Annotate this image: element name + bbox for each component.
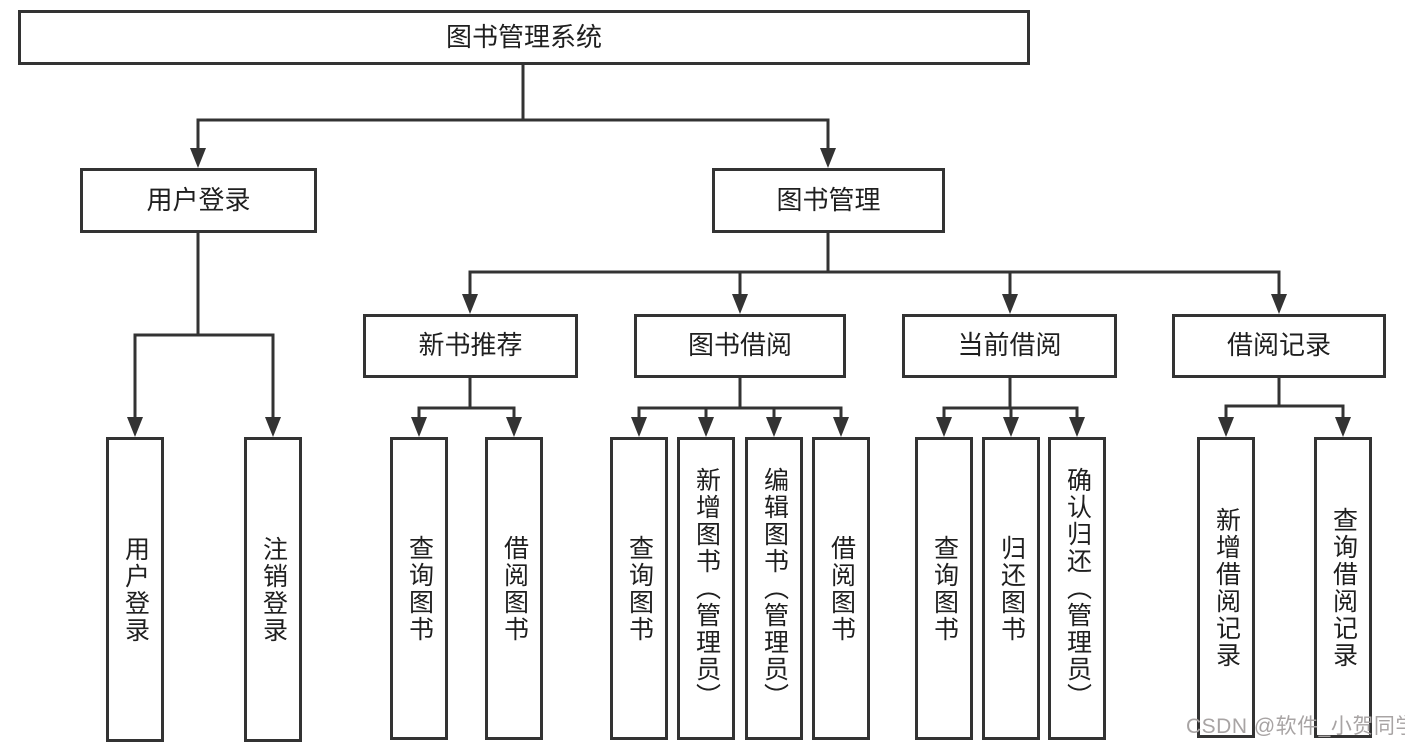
node-leaf-user-login: 用户登录	[106, 437, 164, 742]
node-leaf-query-books-3: 查询图书	[915, 437, 973, 740]
node-borrow-records: 借阅记录	[1172, 314, 1386, 378]
node-leaf-edit-book-admin: 编辑图书（管理员）	[745, 437, 803, 740]
node-book-management: 图书管理	[712, 168, 945, 233]
node-library-management-system: 图书管理系统	[18, 10, 1030, 65]
node-leaf-add-borrow-record: 新增借阅记录	[1197, 437, 1255, 738]
node-leaf-borrow-books-2: 借阅图书	[812, 437, 870, 740]
node-leaf-logout: 注销登录	[244, 437, 302, 742]
node-leaf-query-borrow-record: 查询借阅记录	[1314, 437, 1372, 738]
csdn-watermark: CSDN @软件_小贺同学	[1186, 715, 1405, 738]
node-leaf-add-book-admin: 新增图书（管理员）	[677, 437, 735, 740]
node-leaf-query-books-1: 查询图书	[390, 437, 448, 740]
node-current-borrow: 当前借阅	[902, 314, 1117, 378]
node-leaf-query-books-2: 查询图书	[610, 437, 668, 740]
node-book-borrow: 图书借阅	[634, 314, 846, 378]
node-leaf-borrow-books-1: 借阅图书	[485, 437, 543, 740]
node-leaf-return-book: 归还图书	[982, 437, 1040, 740]
node-leaf-confirm-return-admin: 确认归还（管理员）	[1048, 437, 1106, 740]
node-user-login: 用户登录	[80, 168, 317, 233]
node-new-book-recommend: 新书推荐	[363, 314, 578, 378]
